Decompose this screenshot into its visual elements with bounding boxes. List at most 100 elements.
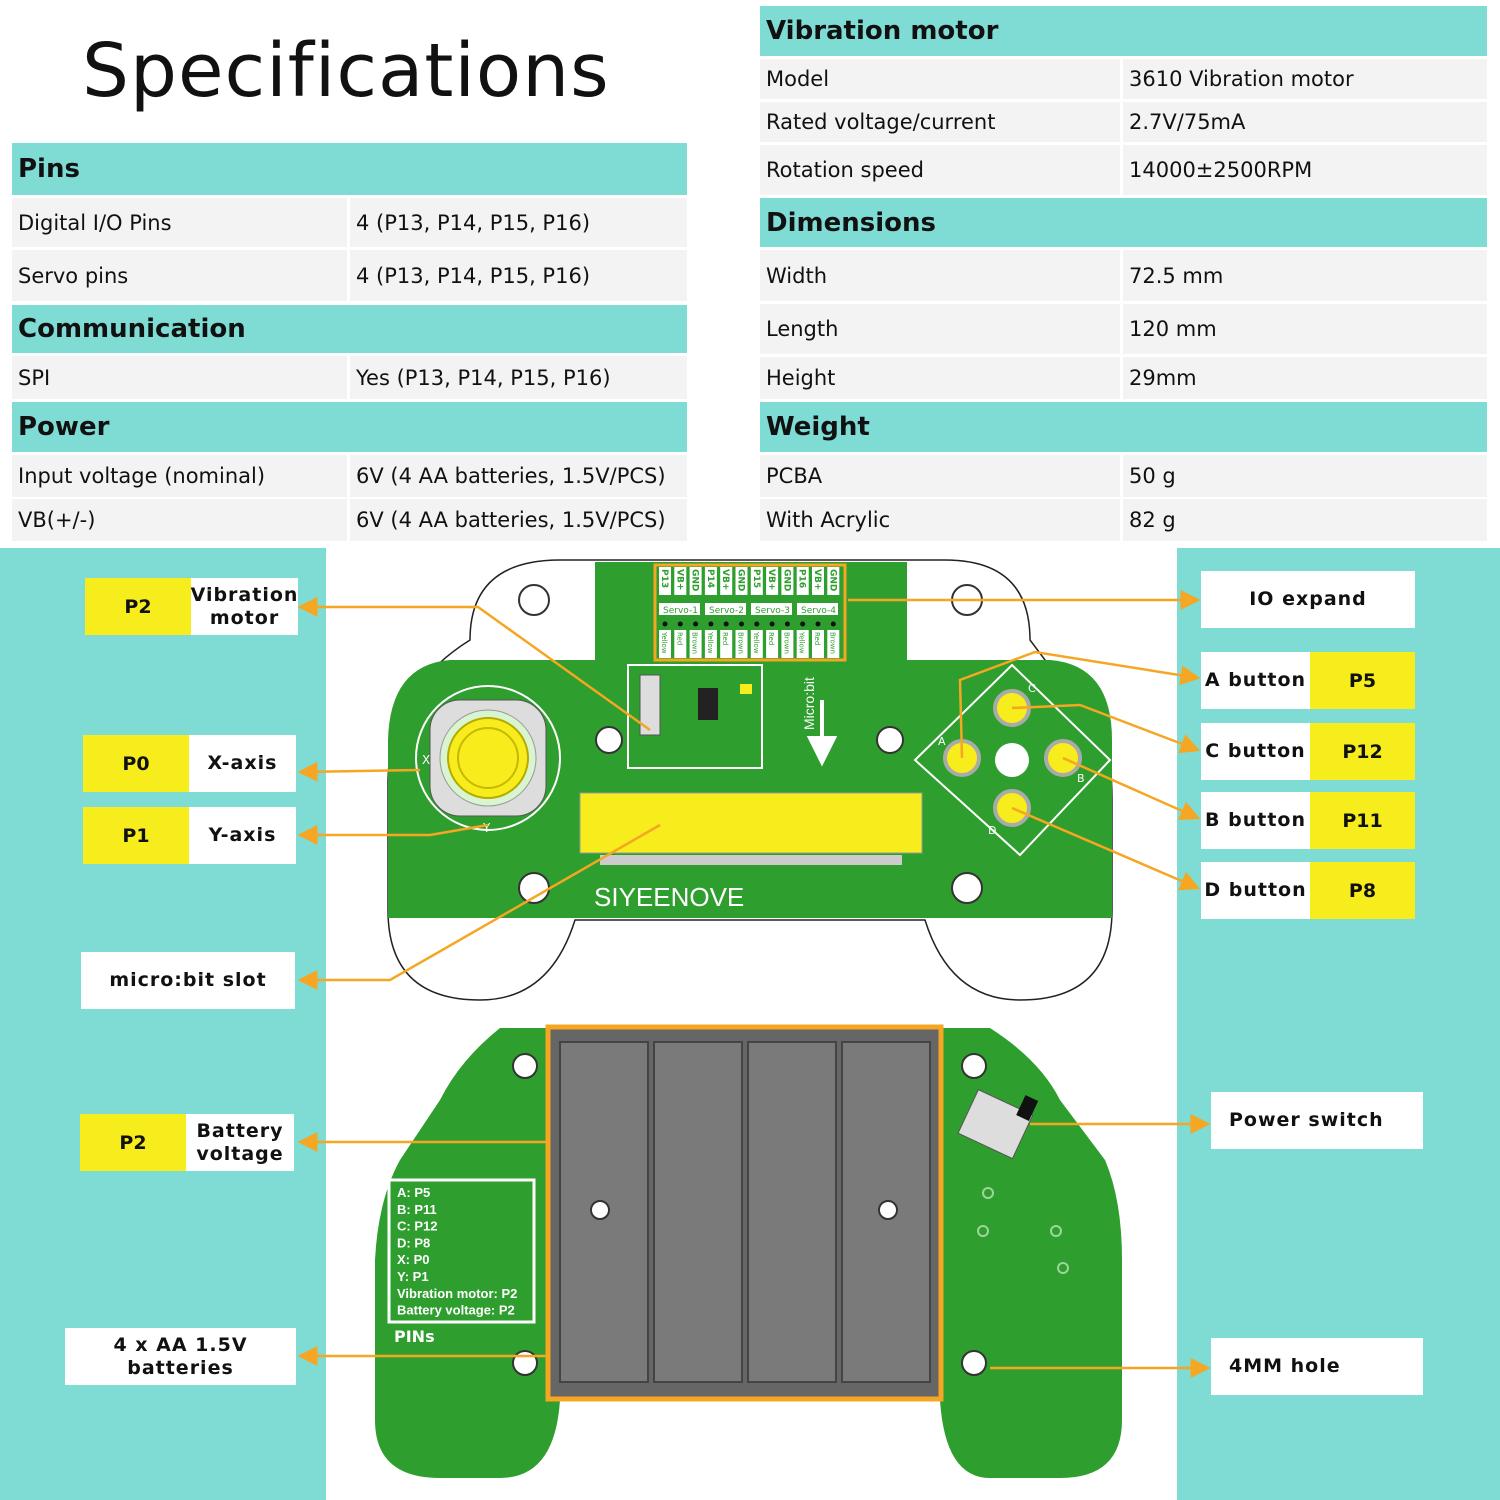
cell: 2.7V/75mA [1123,102,1487,142]
cell: Digital I/O Pins [12,198,347,247]
cell: VB(+/-) [12,499,347,541]
wire-color-label: Brown [828,632,836,654]
cell: Yes (P13, P14, P15, P16) [350,356,687,399]
cell: 29mm [1123,357,1487,399]
header-pin-hole [723,621,729,627]
header-pin-hole [784,621,790,627]
wire-color-label: Yellow [660,631,668,654]
cell: Width [760,250,1120,301]
pin-mapping-line: B: P11 [397,1202,437,1217]
wire-color-box [812,630,824,658]
wire-color-label: Brown [691,632,699,654]
pin-mapping-line: Vibration motor: P2 [397,1286,517,1301]
wire-color-label: Yellow [798,631,806,654]
header-pin-box [689,567,702,595]
header-pin-hole [693,621,699,627]
header-pin-label: GND [781,569,791,591]
cell: Input voltage (nominal) [12,455,347,497]
cell: Rotation speed [760,145,1120,195]
dimensions-header: Dimensions [760,198,1487,247]
cell: SPI [12,356,347,399]
top-board: P13YellowVB+RedGNDBrownP14YellowVB+RedGN… [387,559,1113,1001]
cell: 120 mm [1123,304,1487,354]
pin-mapping-line: C: P12 [397,1219,437,1234]
button-b-mark: B [1077,772,1085,785]
vibration-header: Vibration motor [760,6,1487,56]
header-pin-box [720,567,733,595]
b-button-pin-badge: P11 [1310,792,1415,849]
cell: 6V (4 AA batteries, 1.5V/PCS) [350,499,687,541]
pin-mapping-line: Y: P1 [397,1269,429,1284]
header-pin-hole [830,621,836,627]
communication-header: Communication [12,305,687,353]
wire-color-box [766,630,779,658]
servo-label-box [705,603,746,615]
cell: 50 g [1123,455,1487,497]
wire-color-box [750,630,763,658]
b-button-label: B button [1201,792,1310,849]
header-pin-label: GND [690,569,700,591]
header-pin-hole [739,621,744,627]
microbit-label: Micro:bit [801,677,817,730]
cell: 72.5 mm [1123,250,1487,301]
weight-header: Weight [760,402,1487,452]
wire-color-box [720,630,733,658]
header-pin-box [750,567,763,595]
wire-color-box [674,630,687,658]
battery-voltage-label: Battery voltage [186,1114,294,1171]
cell: 4 (P13, P14, P15, P16) [350,198,687,247]
cell: Servo pins [12,250,347,301]
io-expand-label: IO expand [1201,571,1415,628]
wire-color-box [689,630,702,658]
header-pin-box [735,567,748,595]
servo-label: Servo-1 [663,606,698,616]
header-pin-box [796,567,809,595]
wire-color-label: Brown [782,632,790,654]
servo-label: Servo-3 [755,606,790,616]
batteries-label: 4 x AA 1.5V batteries [65,1328,296,1385]
leader-lines [297,590,1211,1378]
servo-label: Servo-2 [709,606,744,616]
vibration-motor-label: Vibration motor [191,578,298,635]
brand-label: SIYEENOVE [594,882,744,912]
header-pin-label: P16 [797,569,807,588]
header-pin-label: VB+ [720,569,730,590]
wire-color-box [735,630,748,658]
button-d-mark: D [988,824,996,837]
vibration-pin-badge: P2 [85,578,191,635]
header-pin-box [827,567,840,595]
microbit-slot-label: micro:bit slot [81,952,295,1009]
hole-label: 4MM hole [1211,1338,1423,1395]
wire-color-label: Yellow [752,631,760,654]
pin-mapping-line: X: P0 [397,1252,430,1267]
pins-header: Pins [12,143,687,195]
header-pin-label: P13 [659,569,669,588]
wire-color-label: Red [675,632,683,645]
header-pin-box [781,567,794,595]
header-pin-box [766,567,779,595]
servo-label: Servo-4 [801,606,836,616]
wire-color-box [796,630,809,658]
battery-pin-badge: P2 [80,1114,186,1171]
pins-box-title: PINs [394,1327,435,1346]
header-pin-label: P14 [705,569,715,588]
header-pin-label: GND [736,569,746,591]
d-button-pin-badge: P8 [1310,862,1415,919]
header-pin-label: VB+ [812,569,822,590]
x-axis-pin-badge: P0 [83,735,189,792]
header-pin-box [812,567,824,595]
pin-mapping-line: D: P8 [397,1235,430,1250]
servo-label-box [797,603,838,615]
page-title: Specifications [82,28,610,114]
header-pin-label: P15 [751,569,761,588]
cell: Rated voltage/current [760,102,1120,142]
cell: 4 (P13, P14, P15, P16) [350,250,687,301]
cell: 3610 Vibration motor [1123,59,1487,99]
y-axis-pin-badge: P1 [83,807,189,864]
header-pin-label: GND [827,569,837,591]
button-c-mark: C [1028,682,1036,695]
servo-label-box [659,603,700,615]
header-pin-hole [708,621,714,627]
pin-mapping-line: A: P5 [397,1185,430,1200]
wire-color-label: Yellow [706,631,714,654]
